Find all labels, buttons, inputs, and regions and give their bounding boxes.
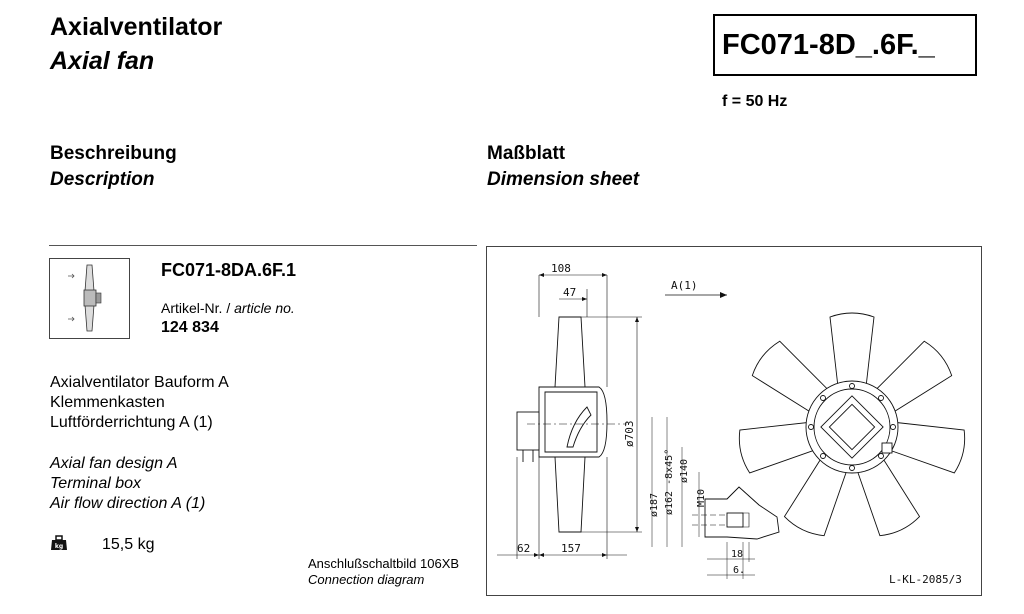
side-view-terminal-box	[516, 411, 540, 451]
dim-47: 47	[563, 286, 576, 299]
airflow-label: A(1)	[671, 279, 698, 292]
feature-de-2: Klemmenkasten	[50, 394, 165, 411]
dim-18: 18	[731, 549, 743, 560]
dim-187: ø187	[649, 493, 660, 517]
dim-m10: M10	[696, 489, 707, 507]
weight-value: 15,5 kg	[102, 536, 155, 553]
side-view-hub	[538, 386, 608, 458]
dim-703: ø703	[623, 421, 636, 448]
title-german: Axialventilator	[50, 13, 223, 41]
section-dimension-en: Dimension sheet	[487, 169, 640, 190]
feature-de-1: Axialventilator Bauform A	[50, 374, 229, 391]
feature-en-1: Axial fan design A	[50, 455, 178, 472]
flange-detail: ø187 ø162 -8x45° ø140 M10 18 6.	[649, 417, 780, 579]
fan-technical-drawing: 108 47 ø703 62 157 A(1)	[497, 262, 966, 586]
description-divider	[49, 245, 477, 246]
article-label-de: Artikel-Nr. /	[161, 300, 231, 316]
product-thumbnail	[49, 258, 130, 339]
svg-text:kg: kg	[55, 543, 63, 550]
model-code-box	[713, 14, 977, 76]
dimension-drawing: 108 47 ø703 62 157 A(1)	[486, 246, 982, 596]
title-english: Axial fan	[50, 47, 155, 75]
product-name: FC071-8DA.6F.1	[161, 260, 297, 280]
connection-label-de: Anschlußschaltbild 106XB	[308, 556, 460, 571]
dim-157: 157	[561, 542, 581, 555]
section-dimension-de: Maßblatt	[487, 143, 566, 164]
feature-en-2: Terminal box	[50, 475, 142, 492]
article-number: 124 834	[161, 319, 219, 336]
dim-6: 6.	[733, 565, 745, 576]
connection-label-en: Connection diagram	[308, 572, 425, 587]
dim-108: 108	[551, 262, 571, 275]
drawing-id: L-KL-2085/3	[889, 573, 962, 586]
weight-kg-icon: kg	[50, 534, 68, 552]
frequency-label: f = 50 Hz	[722, 93, 788, 110]
section-description-en: Description	[50, 169, 155, 190]
dim-62: 62	[517, 542, 530, 555]
article-label: Artikel-Nr. / article no.	[161, 300, 295, 317]
article-label-en: article no.	[234, 300, 295, 316]
side-view-upper-blade	[554, 316, 586, 388]
model-code: FC071-8D_.6F._	[722, 29, 935, 61]
feature-de-3: Luftförderrichtung A (1)	[50, 414, 213, 431]
side-view-lower-blade	[554, 456, 586, 533]
section-description-de: Beschreibung	[50, 143, 177, 164]
front-view	[738, 312, 966, 537]
dim-140: ø140	[679, 459, 690, 483]
fan-side-view-icon	[68, 264, 102, 332]
dim-162: ø162 -8x45°	[664, 449, 675, 515]
feature-en-3: Air flow direction A (1)	[50, 495, 206, 512]
